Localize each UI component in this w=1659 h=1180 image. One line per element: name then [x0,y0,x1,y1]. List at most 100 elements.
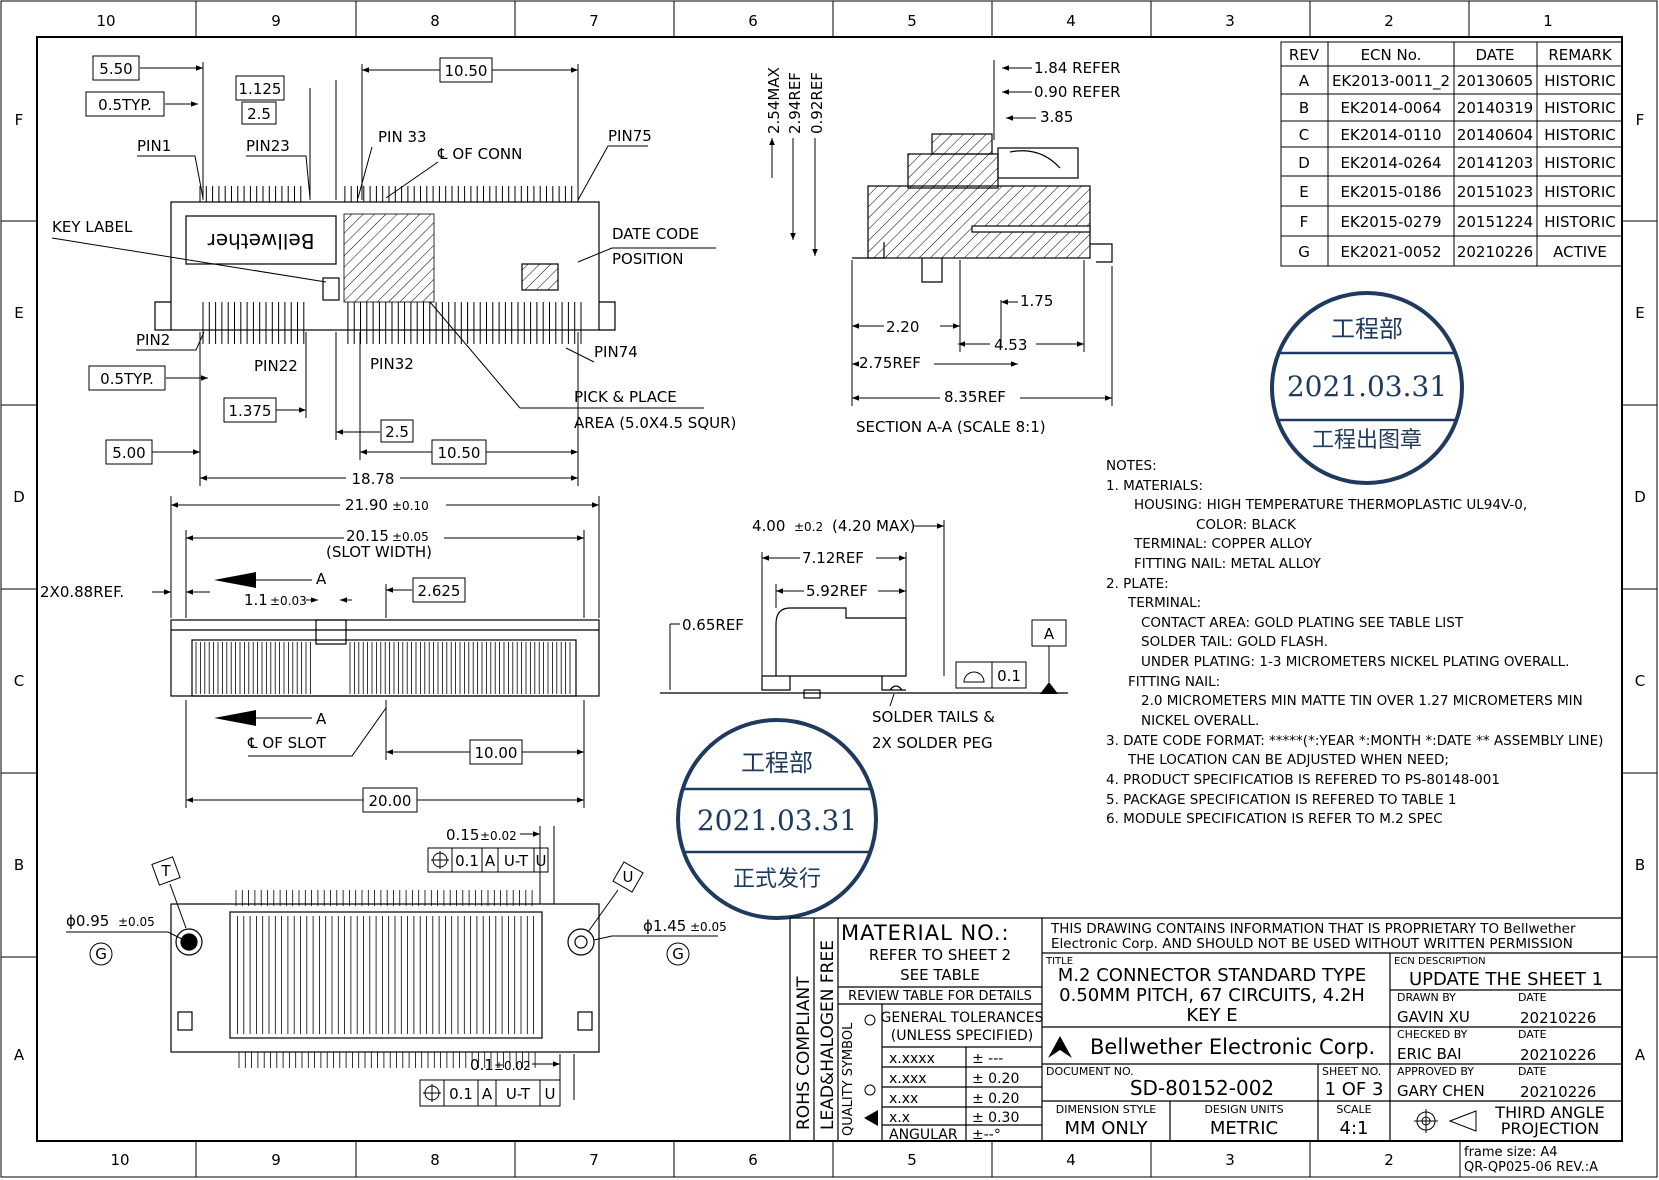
svg-text:20.00: 20.00 [369,792,412,810]
svg-text:REVIEW TABLE FOR DETAILS: REVIEW TABLE FOR DETAILS [848,989,1032,1004]
svg-text:4:1: 4:1 [1340,1118,1369,1139]
svg-text:20210226: 20210226 [1520,1083,1596,1101]
svg-text:5.00: 5.00 [112,444,145,462]
svg-text:0.1: 0.1 [470,1056,494,1074]
zone-labels-top: 10 9 8 7 6 5 4 3 2 1 [96,12,1552,30]
svg-text:SEE TABLE: SEE TABLE [900,966,980,984]
svg-text:(UNLESS SPECIFIED): (UNLESS SPECIFIED) [891,1028,1033,1044]
svg-text:2: 2 [1384,12,1394,30]
tolerance-label: x.xxx [889,1071,927,1087]
svg-text:0.90 REFER: 0.90 REFER [1034,83,1121,101]
svg-text:4. PRODUCT SPECIFICATIOB IS RE: 4. PRODUCT SPECIFICATIOB IS REFERED TO P… [1106,772,1500,788]
svg-text:FITTING NAIL: METAL ALLOY: FITTING NAIL: METAL ALLOY [1134,556,1322,572]
svg-text:4.53: 4.53 [994,336,1027,354]
revision-cell: EK2015-0186 [1340,183,1441,201]
svg-text:±0.03: ±0.03 [270,594,307,608]
zone-labels-right: F E D C B A [1634,111,1646,1064]
svg-text:TERMINAL:: TERMINAL: [1127,595,1201,611]
svg-text:1.1: 1.1 [244,591,268,609]
date-header: DATE [1475,46,1514,64]
svg-text:UPDATE THE SHEET 1: UPDATE THE SHEET 1 [1409,969,1603,990]
svg-text:TITLE: TITLE [1045,956,1073,967]
svg-text:UNDER PLATING: 1-3 MICROMETERS: UNDER PLATING: 1-3 MICROMETERS NICKEL PL… [1141,654,1569,670]
svg-text:2X SOLDER PEG: 2X SOLDER PEG [872,734,993,752]
bottom-view-dims: 0.15 ±0.02 0.1 A U-T U T U ϕ0.95 ±0.05 G [66,826,727,1107]
svg-text:6: 6 [748,12,758,30]
svg-text:DATE: DATE [1518,1065,1547,1078]
zone-labels-left: F E D C B A [13,111,25,1064]
svg-text:9: 9 [271,1151,281,1169]
company-name: Bellwether Electronic Corp. [1090,1035,1375,1059]
svg-text:0.5TYP.: 0.5TYP. [98,96,152,114]
svg-text:TERMINAL: COPPER ALLOY: TERMINAL: COPPER ALLOY [1133,536,1313,552]
revision-cell: HISTORIC [1544,154,1616,172]
svg-text:A: A [14,1046,25,1064]
svg-text:THIS DRAWING CONTAINS INFORMAT: THIS DRAWING CONTAINS INFORMATION THAT I… [1050,921,1576,937]
svg-text:DRAWN BY: DRAWN BY [1397,991,1456,1004]
svg-text:NICKEL OVERALL.: NICKEL OVERALL. [1141,713,1259,729]
svg-text:SHEET NO.: SHEET NO. [1322,1065,1381,1078]
svg-text:DATE: DATE [1518,991,1547,1004]
svg-text:CONTACT AREA: GOLD PLATING SEE: CONTACT AREA: GOLD PLATING SEE TABLE LIS… [1141,615,1464,631]
svg-text:ϕ0.95: ϕ0.95 [66,912,109,930]
svg-text:A: A [482,1085,493,1103]
revision-cell: 20141203 [1457,154,1533,172]
svg-text:3.85: 3.85 [1040,108,1073,126]
svg-text:U-T: U-T [504,852,529,870]
revision-cell: HISTORIC [1544,99,1616,117]
svg-text:3: 3 [1225,12,1235,30]
svg-text:GENERAL TOLERANCES: GENERAL TOLERANCES [881,1010,1044,1026]
svg-text:PIN 33: PIN 33 [378,128,427,146]
svg-text:2X0.88REF.: 2X0.88REF. [40,583,124,601]
svg-text:U: U [545,1085,556,1103]
svg-text:DIMENSION STYLE: DIMENSION STYLE [1056,1103,1157,1116]
revision-cell: 20151023 [1457,183,1533,201]
svg-text:METRIC: METRIC [1210,1118,1278,1139]
svg-text:6. MODULE SPECIFICATION IS REF: 6. MODULE SPECIFICATION IS REFER TO M.2 … [1106,811,1443,827]
rev-header: REV [1289,46,1320,64]
svg-text:MATERIAL NO.:: MATERIAL NO.: [841,921,1010,945]
svg-text:8: 8 [430,12,440,30]
svg-text:10.50: 10.50 [438,444,481,462]
svg-text:KEY LABEL: KEY LABEL [52,218,133,236]
form-number: QR-QP025-06 REV.:A [1464,1160,1598,1175]
svg-text:2. PLATE:: 2. PLATE: [1106,576,1169,592]
svg-text:THE LOCATION CAN BE ADJUSTED W: THE LOCATION CAN BE ADJUSTED WHEN NEED; [1127,752,1449,768]
front-view [170,619,600,697]
svg-text:0.92REF: 0.92REF [808,72,826,134]
svg-text:8: 8 [430,1151,440,1169]
svg-text:7: 7 [589,12,599,30]
revision-cell: D [1298,154,1310,172]
feature-control-frame-2: 0.1 A U-T U [419,1079,561,1107]
svg-text:ECN DESCRIPTION: ECN DESCRIPTION [1394,956,1486,967]
svg-text:SOLDER TAILS &: SOLDER TAILS & [872,708,995,726]
document-number: SD-80152-002 [1130,1076,1274,1100]
svg-text:℄ OF CONN: ℄ OF CONN [437,145,522,163]
svg-text:18.78: 18.78 [352,470,395,488]
svg-text:PIN2: PIN2 [136,331,170,349]
svg-text:PIN22: PIN22 [254,357,298,375]
title-block: ROHS COMPLIANT LEAD&HALOGEN FREE QUALITY… [789,917,1623,1177]
svg-text:REFER TO SHEET 2: REFER TO SHEET 2 [869,946,1011,964]
svg-text:工程部: 工程部 [741,749,813,777]
remark-header: REMARK [1548,46,1613,64]
zone-labels-bottom: 10 9 8 7 6 5 4 3 2 [110,1151,1393,1169]
revision-cell: 20140604 [1457,126,1533,144]
svg-text:7: 7 [589,1151,599,1169]
svg-text:2021.03.31: 2021.03.31 [697,804,857,837]
svg-text:F: F [1636,111,1645,129]
svg-text:20210226: 20210226 [1520,1009,1596,1027]
tolerance-label: ANGULAR [889,1127,958,1143]
svg-text:1.75: 1.75 [1020,292,1053,310]
svg-text:工程出图章: 工程出图章 [1312,428,1422,453]
revision-cell: 20210226 [1457,243,1533,261]
svg-text:2.75REF: 2.75REF [859,354,921,372]
revision-cell: C [1299,126,1309,144]
svg-text:1.125: 1.125 [239,80,282,98]
svg-text:DOCUMENT NO.: DOCUMENT NO. [1046,1065,1134,1078]
svg-text:1 OF 3: 1 OF 3 [1325,1079,1384,1100]
svg-text:A: A [316,570,327,588]
svg-text:±0.05: ±0.05 [118,915,155,929]
